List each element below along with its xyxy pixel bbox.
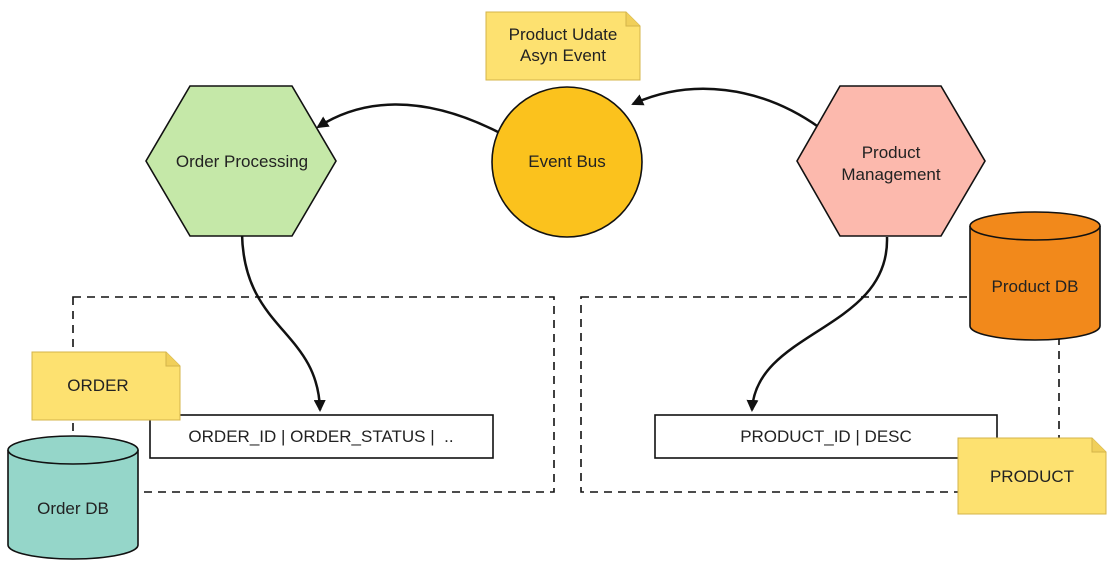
bus-to-order-arrow (316, 103, 501, 135)
event-bus-node[interactable] (491, 86, 643, 238)
product-management-label-line1: Product (862, 143, 921, 162)
order-to-table-arrow (240, 233, 326, 412)
product-db-label: Product DB (992, 277, 1079, 296)
product-table-box (654, 414, 998, 459)
product-to-table-arrow (746, 236, 889, 412)
product-db-node[interactable] (969, 211, 1101, 341)
product-table-label: PRODUCT_ID | DESC (740, 427, 912, 446)
order-note-label: ORDER (67, 376, 128, 395)
order-processing-node[interactable] (145, 85, 337, 237)
event-note-line1: Product Udate (509, 25, 618, 44)
event-note (485, 11, 641, 81)
order-db-node[interactable] (7, 435, 139, 560)
order-table-label: ORDER_ID | ORDER_STATUS | .. (188, 427, 453, 446)
product-note (957, 437, 1107, 515)
product-management-label-line2: Management (841, 165, 941, 184)
product-note-fold (1091, 438, 1106, 453)
event-note-line2: Asyn Event (520, 46, 606, 65)
product-management-node[interactable] (796, 85, 986, 237)
order-domain-boundary (72, 296, 555, 493)
event-bus-label: Event Bus (528, 152, 606, 171)
order-note-fold (165, 352, 180, 367)
product-to-bus-arrow (631, 87, 821, 130)
product-domain-boundary (580, 296, 1060, 493)
event-note-fold (625, 12, 640, 27)
order-note (31, 351, 181, 421)
order-table-box (149, 414, 494, 459)
order-db-label: Order DB (37, 499, 109, 518)
order-processing-label: Order Processing (176, 152, 308, 171)
product-note-label: PRODUCT (990, 467, 1074, 486)
